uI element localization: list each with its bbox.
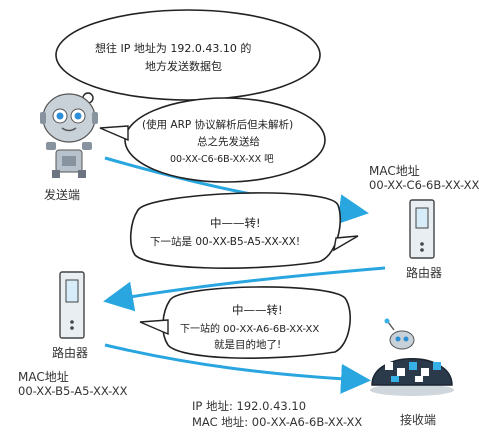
speech-bubble-relay-1: [129, 192, 359, 269]
router-right-label: 路由器: [406, 266, 443, 280]
arrow-router-right-to-router-left: [103, 266, 386, 312]
bubble-top-line-2: 地方发送数据包: [145, 60, 222, 73]
relay-2-line-1: 中——转!: [232, 303, 283, 317]
bubble-sender-line-1: (使用 ARP 协议解析后但未解析): [142, 119, 294, 131]
router-right-mac-value: 00-XX-C6-6B-XX-XX: [369, 178, 479, 192]
bubble-top-line-1: 想往 IP 地址为 192.0.43.10 的: [95, 42, 252, 55]
relay-2-line-3: 就是目的地了!: [214, 339, 282, 351]
router-left-mac-value: 00-XX-B5-A5-XX-XX: [18, 384, 128, 398]
arrow-router-left-to-receiver: [104, 343, 371, 394]
relay-1-line-2: 下一站是 00-XX-B5-A5-XX-XX!: [150, 236, 301, 248]
bubble-sender-line-2: 总之先发送给: [197, 136, 260, 148]
router-left-label: 路由器: [52, 346, 89, 360]
speech-bubble-relay-2: [139, 286, 351, 359]
router-left-icon: [59, 271, 85, 339]
sender-robot-icon: [40, 93, 98, 178]
relay-1-line-1: 中——转!: [210, 216, 261, 230]
receiver-label: 接收端: [400, 413, 437, 427]
router-right-icon: [409, 199, 435, 259]
router-left-mac-title: MAC地址: [18, 370, 69, 384]
bubble-sender-line-3: 00-XX-C6-6B-XX-XX 吧: [170, 154, 274, 165]
receiver-robot-icon: [370, 318, 454, 396]
router-right-mac-title: MAC地址: [369, 164, 420, 178]
speech-bubble-sender: [99, 97, 326, 183]
sender-label: 发送端: [44, 188, 81, 202]
relay-2-line-2: 下一站的 00-XX-A6-6B-XX-XX: [180, 324, 320, 335]
receiver-ip-line: IP 地址: 192.0.43.10: [192, 399, 307, 413]
receiver-mac-line: MAC 地址: 00-XX-A6-6B-XX-XX: [192, 415, 363, 429]
